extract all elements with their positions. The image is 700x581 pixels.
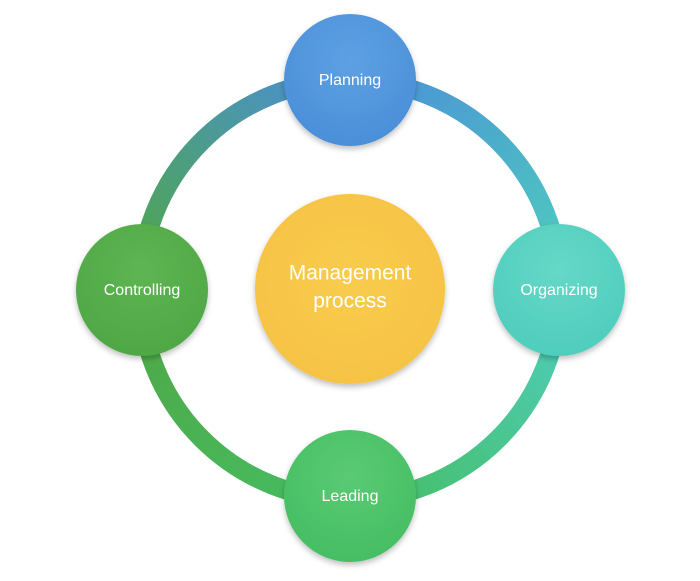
planning-circle	[284, 14, 416, 146]
leading-circle	[284, 430, 416, 562]
planning-label: Planning	[319, 72, 381, 89]
controlling-circle	[76, 224, 208, 356]
node-organizing: Organizing	[493, 224, 625, 356]
node-leading: Leading	[284, 430, 416, 562]
leading-label: Leading	[322, 488, 379, 505]
center-label-line1: Management	[289, 262, 412, 285]
controlling-label: Controlling	[104, 282, 180, 299]
center-node: Management process	[255, 194, 445, 384]
center-label-line2: process	[313, 290, 387, 313]
node-controlling: Controlling	[76, 224, 208, 356]
organizing-circle	[493, 224, 625, 356]
organizing-label: Organizing	[520, 282, 597, 299]
center-circle	[255, 194, 445, 384]
node-planning: Planning	[284, 14, 416, 146]
